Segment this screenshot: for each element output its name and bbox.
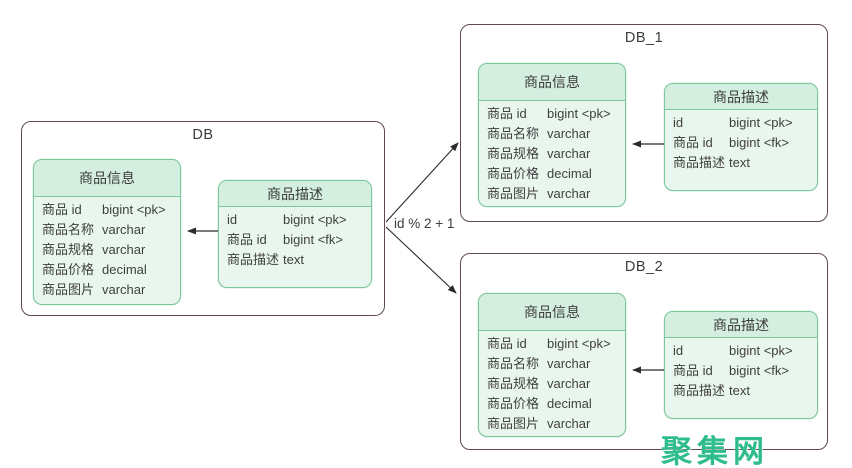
- table-row: 商品名称 varchar: [487, 124, 625, 144]
- field-name: 商品 id: [42, 202, 82, 217]
- field-type: bigint <pk>: [547, 336, 611, 351]
- field-name: id: [673, 115, 684, 130]
- table-product-info-db1: 商品信息 商品 id bigint <pk> 商品名称 varchar 商品规格 va…: [478, 63, 626, 207]
- field-name: 商品描述: [227, 252, 280, 267]
- table-row: 商品价格 decimal: [487, 394, 625, 414]
- field-type: decimal: [102, 262, 147, 277]
- field-type: bigint <pk>: [729, 115, 793, 130]
- field-name: 商品图片: [487, 186, 540, 201]
- field-type: varchar: [102, 282, 146, 297]
- table-row: id bigint <pk>: [227, 210, 371, 230]
- table-row: 商品图片 varchar: [487, 184, 625, 204]
- table-body: 商品 id bigint <pk> 商品名称 varchar 商品规格 varchar…: [479, 101, 625, 204]
- table-product-desc-db: 商品描述 id bigint <pk> 商品 id bigint <fk> 商品描述…: [218, 180, 372, 288]
- field-name: 商品价格: [487, 166, 540, 181]
- table-row: 商品名称 varchar: [42, 220, 180, 240]
- field-type: bigint <fk>: [283, 232, 343, 247]
- field-type: varchar: [547, 126, 591, 141]
- table-row: id bigint <pk>: [673, 341, 817, 361]
- field-name: 商品名称: [487, 356, 540, 371]
- table-row: 商品 id bigint <pk>: [42, 200, 180, 220]
- table-product-desc-db2: 商品描述 id bigint <pk> 商品 id bigint <fk> 商品描述…: [664, 311, 818, 419]
- table-title: 商品描述: [665, 84, 817, 110]
- field-type: varchar: [547, 146, 591, 161]
- table-row: 商品 id bigint <pk>: [487, 334, 625, 354]
- field-name: id: [673, 343, 684, 358]
- field-type: bigint <pk>: [547, 106, 611, 121]
- table-row: 商品 id bigint <fk>: [673, 361, 817, 381]
- table-row: 商品规格 varchar: [487, 144, 625, 164]
- field-name: 商品规格: [487, 376, 540, 391]
- field-type: varchar: [547, 356, 591, 371]
- field-name: 商品 id: [673, 135, 713, 150]
- table-row: 商品图片 varchar: [42, 280, 180, 300]
- table-row: 商品规格 varchar: [42, 240, 180, 260]
- db2-title: DB_2: [624, 259, 664, 275]
- field-name: id: [227, 212, 238, 227]
- table-title: 商品描述: [665, 312, 817, 338]
- field-name: 商品价格: [487, 396, 540, 411]
- table-title: 商品信息: [479, 294, 625, 331]
- field-type: bigint <fk>: [729, 135, 789, 150]
- table-product-info-db: 商品信息 商品 id bigint <pk> 商品名称 varchar 商品规格 va…: [33, 159, 181, 305]
- field-type: bigint <fk>: [729, 363, 789, 378]
- field-type: decimal: [547, 166, 592, 181]
- table-title: 商品信息: [479, 64, 625, 101]
- shard-rule-label: id % 2 + 1: [394, 216, 455, 231]
- field-name: 商品 id: [227, 232, 267, 247]
- table-row: 商品 id bigint <pk>: [487, 104, 625, 124]
- table-row: 商品价格 decimal: [487, 164, 625, 184]
- field-type: bigint <pk>: [102, 202, 166, 217]
- field-name: 商品图片: [487, 416, 540, 431]
- field-name: 商品描述: [673, 155, 726, 170]
- field-type: text: [283, 252, 304, 267]
- field-type: varchar: [102, 242, 146, 257]
- field-type: varchar: [547, 376, 591, 391]
- field-name: 商品规格: [42, 242, 95, 257]
- table-row: 商品名称 varchar: [487, 354, 625, 374]
- field-type: varchar: [547, 416, 591, 431]
- field-name: 商品名称: [487, 126, 540, 141]
- table-body: 商品 id bigint <pk> 商品名称 varchar 商品规格 varchar…: [34, 197, 180, 300]
- field-type: bigint <pk>: [729, 343, 793, 358]
- table-row: 商品图片 varchar: [487, 414, 625, 434]
- table-row: 商品 id bigint <fk>: [227, 230, 371, 250]
- shard-arrow-to-db1: [385, 142, 459, 223]
- field-name: 商品价格: [42, 262, 95, 277]
- field-name: 商品 id: [673, 363, 713, 378]
- table-product-desc-db1: 商品描述 id bigint <pk> 商品 id bigint <fk> 商品描述…: [664, 83, 818, 191]
- table-row: id bigint <pk>: [673, 113, 817, 133]
- field-name: 商品描述: [673, 383, 726, 398]
- table-body: 商品 id bigint <pk> 商品名称 varchar 商品规格 varchar…: [479, 331, 625, 434]
- table-title: 商品信息: [34, 160, 180, 197]
- field-type: varchar: [102, 222, 146, 237]
- table-row: 商品规格 varchar: [487, 374, 625, 394]
- field-name: 商品名称: [42, 222, 95, 237]
- field-type: decimal: [547, 396, 592, 411]
- field-name: 商品 id: [487, 336, 527, 351]
- field-name: 商品 id: [487, 106, 527, 121]
- shard-arrow-to-db2: [385, 226, 457, 294]
- db1-title: DB_1: [624, 30, 664, 46]
- field-type: text: [729, 383, 750, 398]
- table-row: 商品 id bigint <fk>: [673, 133, 817, 153]
- watermark-text: 聚集网: [661, 434, 769, 468]
- field-name: 商品规格: [487, 146, 540, 161]
- db-title: DB: [192, 127, 214, 143]
- table-product-info-db2: 商品信息 商品 id bigint <pk> 商品名称 varchar 商品规格 va…: [478, 293, 626, 437]
- field-type: bigint <pk>: [283, 212, 347, 227]
- field-name: 商品图片: [42, 282, 95, 297]
- table-title: 商品描述: [219, 181, 371, 207]
- field-type: text: [729, 155, 750, 170]
- field-type: varchar: [547, 186, 591, 201]
- table-row: 商品价格 decimal: [42, 260, 180, 280]
